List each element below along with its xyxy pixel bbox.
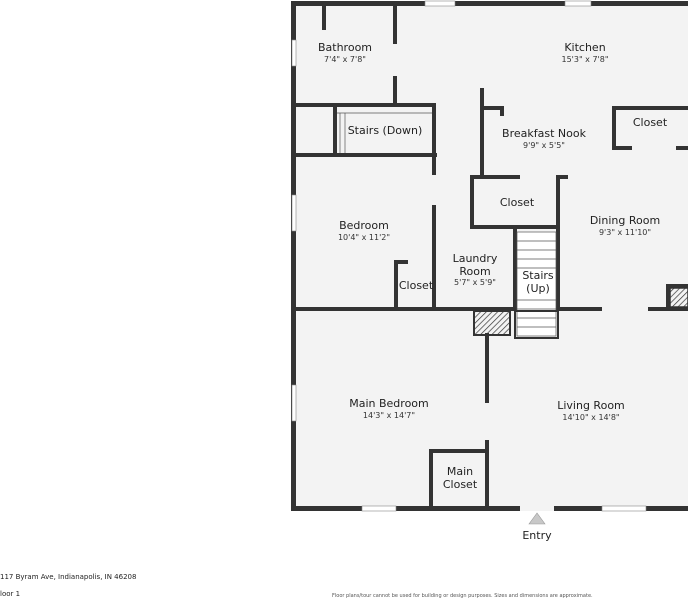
label-stairs-down: Stairs (Down): [347, 124, 423, 138]
entry-arrow-icon: [528, 512, 546, 525]
room-name-line1: Main: [446, 465, 474, 478]
room-name-line1: Stairs: [522, 269, 554, 282]
label-main-closet: Main Closet: [442, 465, 478, 491]
room-dimensions: 14'3" x 14'7": [362, 410, 416, 420]
room-dimensions: 9'3" x 11'10": [598, 227, 652, 237]
room-dimensions: 14'10" x 14'8": [562, 412, 620, 422]
room-name: Stairs (Down): [347, 124, 423, 137]
room-name: Closet: [632, 116, 668, 129]
room-name: Closet: [499, 196, 535, 209]
address-text: 117 Byram Ave, Indianapolis, IN 46208: [0, 573, 137, 581]
hatch-small: [669, 287, 688, 308]
room-name: Dining Room: [589, 214, 661, 227]
interior-walls: [292, 4, 688, 510]
label-laundry-room: Laundry Room 5'7" x 5'9": [452, 252, 498, 288]
label-stairs-up: Stairs (Up): [521, 269, 555, 296]
floor-area: [292, 2, 688, 509]
room-name: Kitchen: [564, 41, 606, 54]
room-dimensions: 15'3" x 7'8": [561, 54, 609, 64]
chimney-hatch: [473, 310, 511, 336]
room-dimensions: 9'9" x 5'5": [523, 140, 565, 150]
label-closet-bedroom: Closet: [398, 279, 434, 293]
stairs-up-border: [514, 310, 559, 339]
label-closet-center: Closet: [499, 196, 535, 210]
room-dimensions: 5'7" x 5'9": [454, 278, 496, 288]
room-dimensions: 7'4" x 7'8": [324, 54, 366, 64]
room-name: Bathroom: [317, 41, 373, 54]
disclaimer-text: Floor plans/tour cannot be used for buil…: [332, 593, 593, 599]
label-bathroom: Bathroom 7'4" x 7'8": [317, 41, 373, 64]
label-kitchen: Kitchen 15'3" x 7'8": [561, 41, 609, 64]
room-name-line2: Room: [459, 264, 491, 278]
label-closet-kitchen: Closet: [632, 116, 668, 130]
room-name-line1: Laundry: [452, 252, 498, 265]
label-living-room: Living Room 14'10" x 14'8": [557, 399, 625, 422]
room-name: Bedroom: [339, 219, 389, 232]
exterior-walls: [291, 1, 688, 511]
room-name: Living Room: [557, 399, 625, 412]
room-dimensions: 10'4" x 11'2": [337, 232, 391, 242]
label-bedroom: Bedroom 10'4" x 11'2": [337, 219, 391, 242]
room-name: Closet: [398, 279, 434, 292]
entry-label: Entry: [522, 529, 552, 542]
room-name: Breakfast Nook: [502, 127, 586, 140]
exterior-windows: [291, 0, 647, 512]
room-name-line2: (Up): [526, 281, 550, 295]
room-name: Main Bedroom: [349, 397, 429, 410]
stairs-down-treads: [337, 112, 432, 153]
label-main-bedroom: Main Bedroom 14'3" x 14'7": [349, 397, 429, 420]
label-breakfast-nook: Breakfast Nook 9'9" x 5'5": [502, 127, 586, 150]
floor-label: loor 1: [0, 590, 21, 598]
room-name-line2: Closet: [442, 477, 478, 491]
label-dining-room: Dining Room 9'3" x 11'10": [589, 214, 661, 237]
